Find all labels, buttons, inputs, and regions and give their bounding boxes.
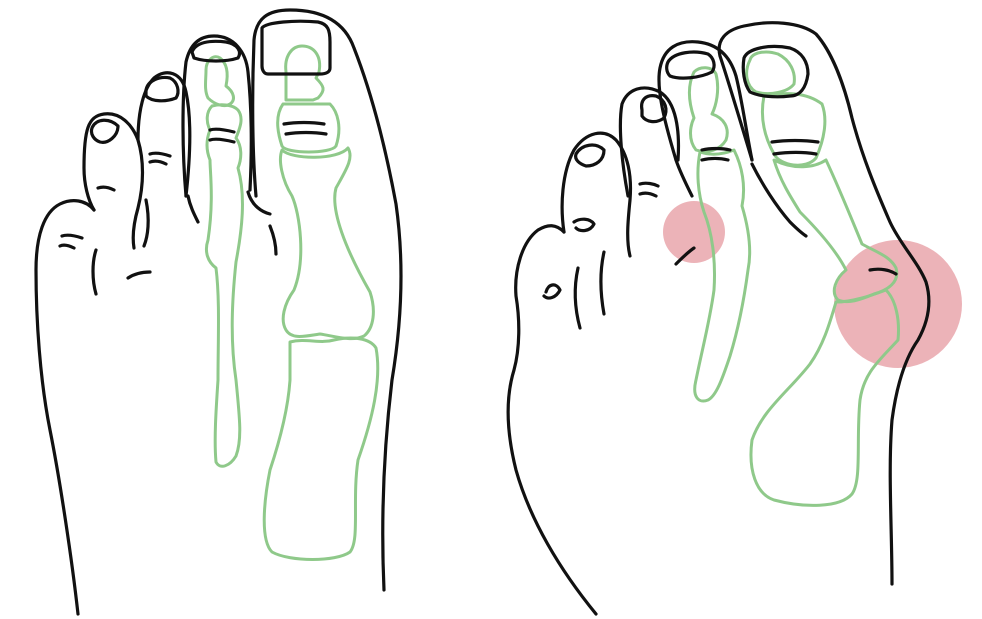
bunion-crease-g bbox=[772, 141, 818, 143]
bunion-crease-b bbox=[574, 219, 594, 230]
normal-fourth-toe-nail bbox=[146, 78, 178, 101]
normal-crease-e bbox=[150, 161, 166, 164]
bunion-second-toe-distal-bone bbox=[690, 68, 728, 152]
bunion-third-toe-nail bbox=[667, 52, 714, 78]
bunion-toe-gap-1 bbox=[575, 268, 580, 328]
normal-second-toe-distal-bone bbox=[206, 57, 234, 106]
normal-big-toe bbox=[253, 10, 401, 590]
bunion-crease-d bbox=[640, 193, 656, 196]
bunion-little-toe-nail bbox=[576, 145, 604, 166]
normal-toe-gap-4 bbox=[248, 192, 270, 214]
bunion-crease-c bbox=[640, 183, 658, 186]
bunion-foot-panel bbox=[508, 23, 962, 614]
bunion-crease-f bbox=[702, 159, 728, 161]
normal-crease-j bbox=[128, 272, 150, 278]
normal-toe-gap-3 bbox=[188, 196, 198, 222]
bunion-highlight-small bbox=[663, 201, 725, 263]
bunion-crease-h bbox=[774, 153, 816, 155]
normal-crease-f bbox=[210, 129, 234, 132]
normal-medial-cuneiform bbox=[264, 338, 378, 559]
bunion-second-metatarsal bbox=[695, 150, 750, 401]
normal-foot-lateral-edge bbox=[36, 201, 94, 614]
normal-crease-b bbox=[60, 245, 74, 248]
normal-first-metatarsal bbox=[280, 148, 373, 339]
normal-crease-g bbox=[210, 139, 234, 142]
normal-crease-d bbox=[150, 153, 170, 156]
normal-big-toe-proximal-phalanx bbox=[278, 104, 339, 152]
normal-crease-k bbox=[270, 226, 276, 254]
normal-toe-gap-2 bbox=[144, 200, 148, 246]
bunion-toe-gap-2 bbox=[601, 252, 604, 314]
normal-crease-a bbox=[62, 235, 82, 238]
normal-crease-c bbox=[98, 187, 114, 190]
normal-crease-i bbox=[286, 133, 326, 135]
normal-crease-h bbox=[284, 123, 324, 125]
normal-second-metatarsal bbox=[206, 105, 242, 466]
normal-little-toe-nail bbox=[91, 120, 118, 142]
bunion-big-toe-distal-bone bbox=[747, 52, 795, 94]
bunion-highlight-large bbox=[834, 240, 962, 368]
bunion-third-toe bbox=[659, 42, 752, 160]
normal-toe-gap-1 bbox=[93, 250, 96, 294]
normal-foot-panel bbox=[36, 10, 401, 614]
bunion-crease-a bbox=[544, 285, 560, 298]
bunion-toe-gap-3 bbox=[676, 160, 692, 196]
bunion-crease-e bbox=[702, 149, 730, 151]
